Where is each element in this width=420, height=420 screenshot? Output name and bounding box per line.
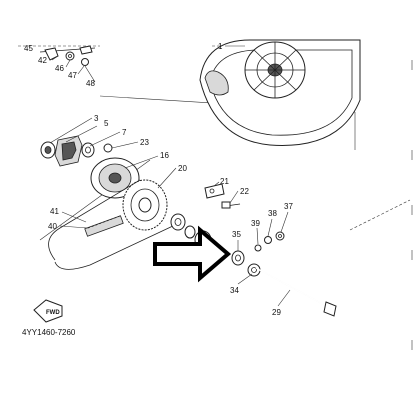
part-number-41: 41 — [50, 207, 59, 216]
rear-wheel — [199, 39, 361, 146]
part-number-35: 35 — [232, 230, 241, 239]
hub-drive-parts — [40, 135, 113, 167]
part-number-23: 23 — [140, 138, 149, 147]
part-number-29: 29 — [272, 308, 281, 317]
fwd-label: FWD — [46, 310, 60, 316]
part-number-20: 20 — [178, 164, 187, 173]
part-number-34: 34 — [230, 286, 239, 295]
chain-adjuster — [204, 183, 241, 209]
annotation-arrow — [153, 225, 232, 283]
part-number-40: 40 — [48, 222, 57, 231]
part-number-45: 45 — [24, 44, 33, 53]
part-number-3: 3 — [94, 114, 99, 123]
axle-fasteners — [231, 231, 285, 277]
highlight-arrow-icon — [153, 225, 232, 283]
fwd-arrow-icon — [33, 299, 63, 323]
part-number-5: 5 — [104, 119, 109, 128]
adjuster-parts-group — [39, 45, 96, 66]
rear-axle — [255, 267, 337, 317]
sprocket-assembly — [90, 157, 168, 231]
forward-direction-indicator: FWD — [33, 299, 63, 323]
part-number-46: 46 — [55, 64, 64, 73]
drawing-code: 4YY1460-7260 — [22, 328, 76, 337]
part-number-39: 39 — [251, 219, 260, 228]
part-number-47: 47 — [68, 71, 77, 80]
part-number-22: 22 — [240, 187, 249, 196]
part-number-1: 1 — [218, 42, 223, 51]
part-number-37: 37 — [284, 202, 293, 211]
part-number-38: 38 — [268, 209, 277, 218]
part-number-42: 42 — [38, 56, 47, 65]
part-number-16: 16 — [160, 151, 169, 160]
part-number-48: 48 — [86, 79, 95, 88]
leader-lines — [49, 45, 291, 307]
part-number-21: 21 — [220, 177, 229, 186]
part-number-7: 7 — [122, 128, 127, 137]
drive-chain — [48, 179, 176, 270]
